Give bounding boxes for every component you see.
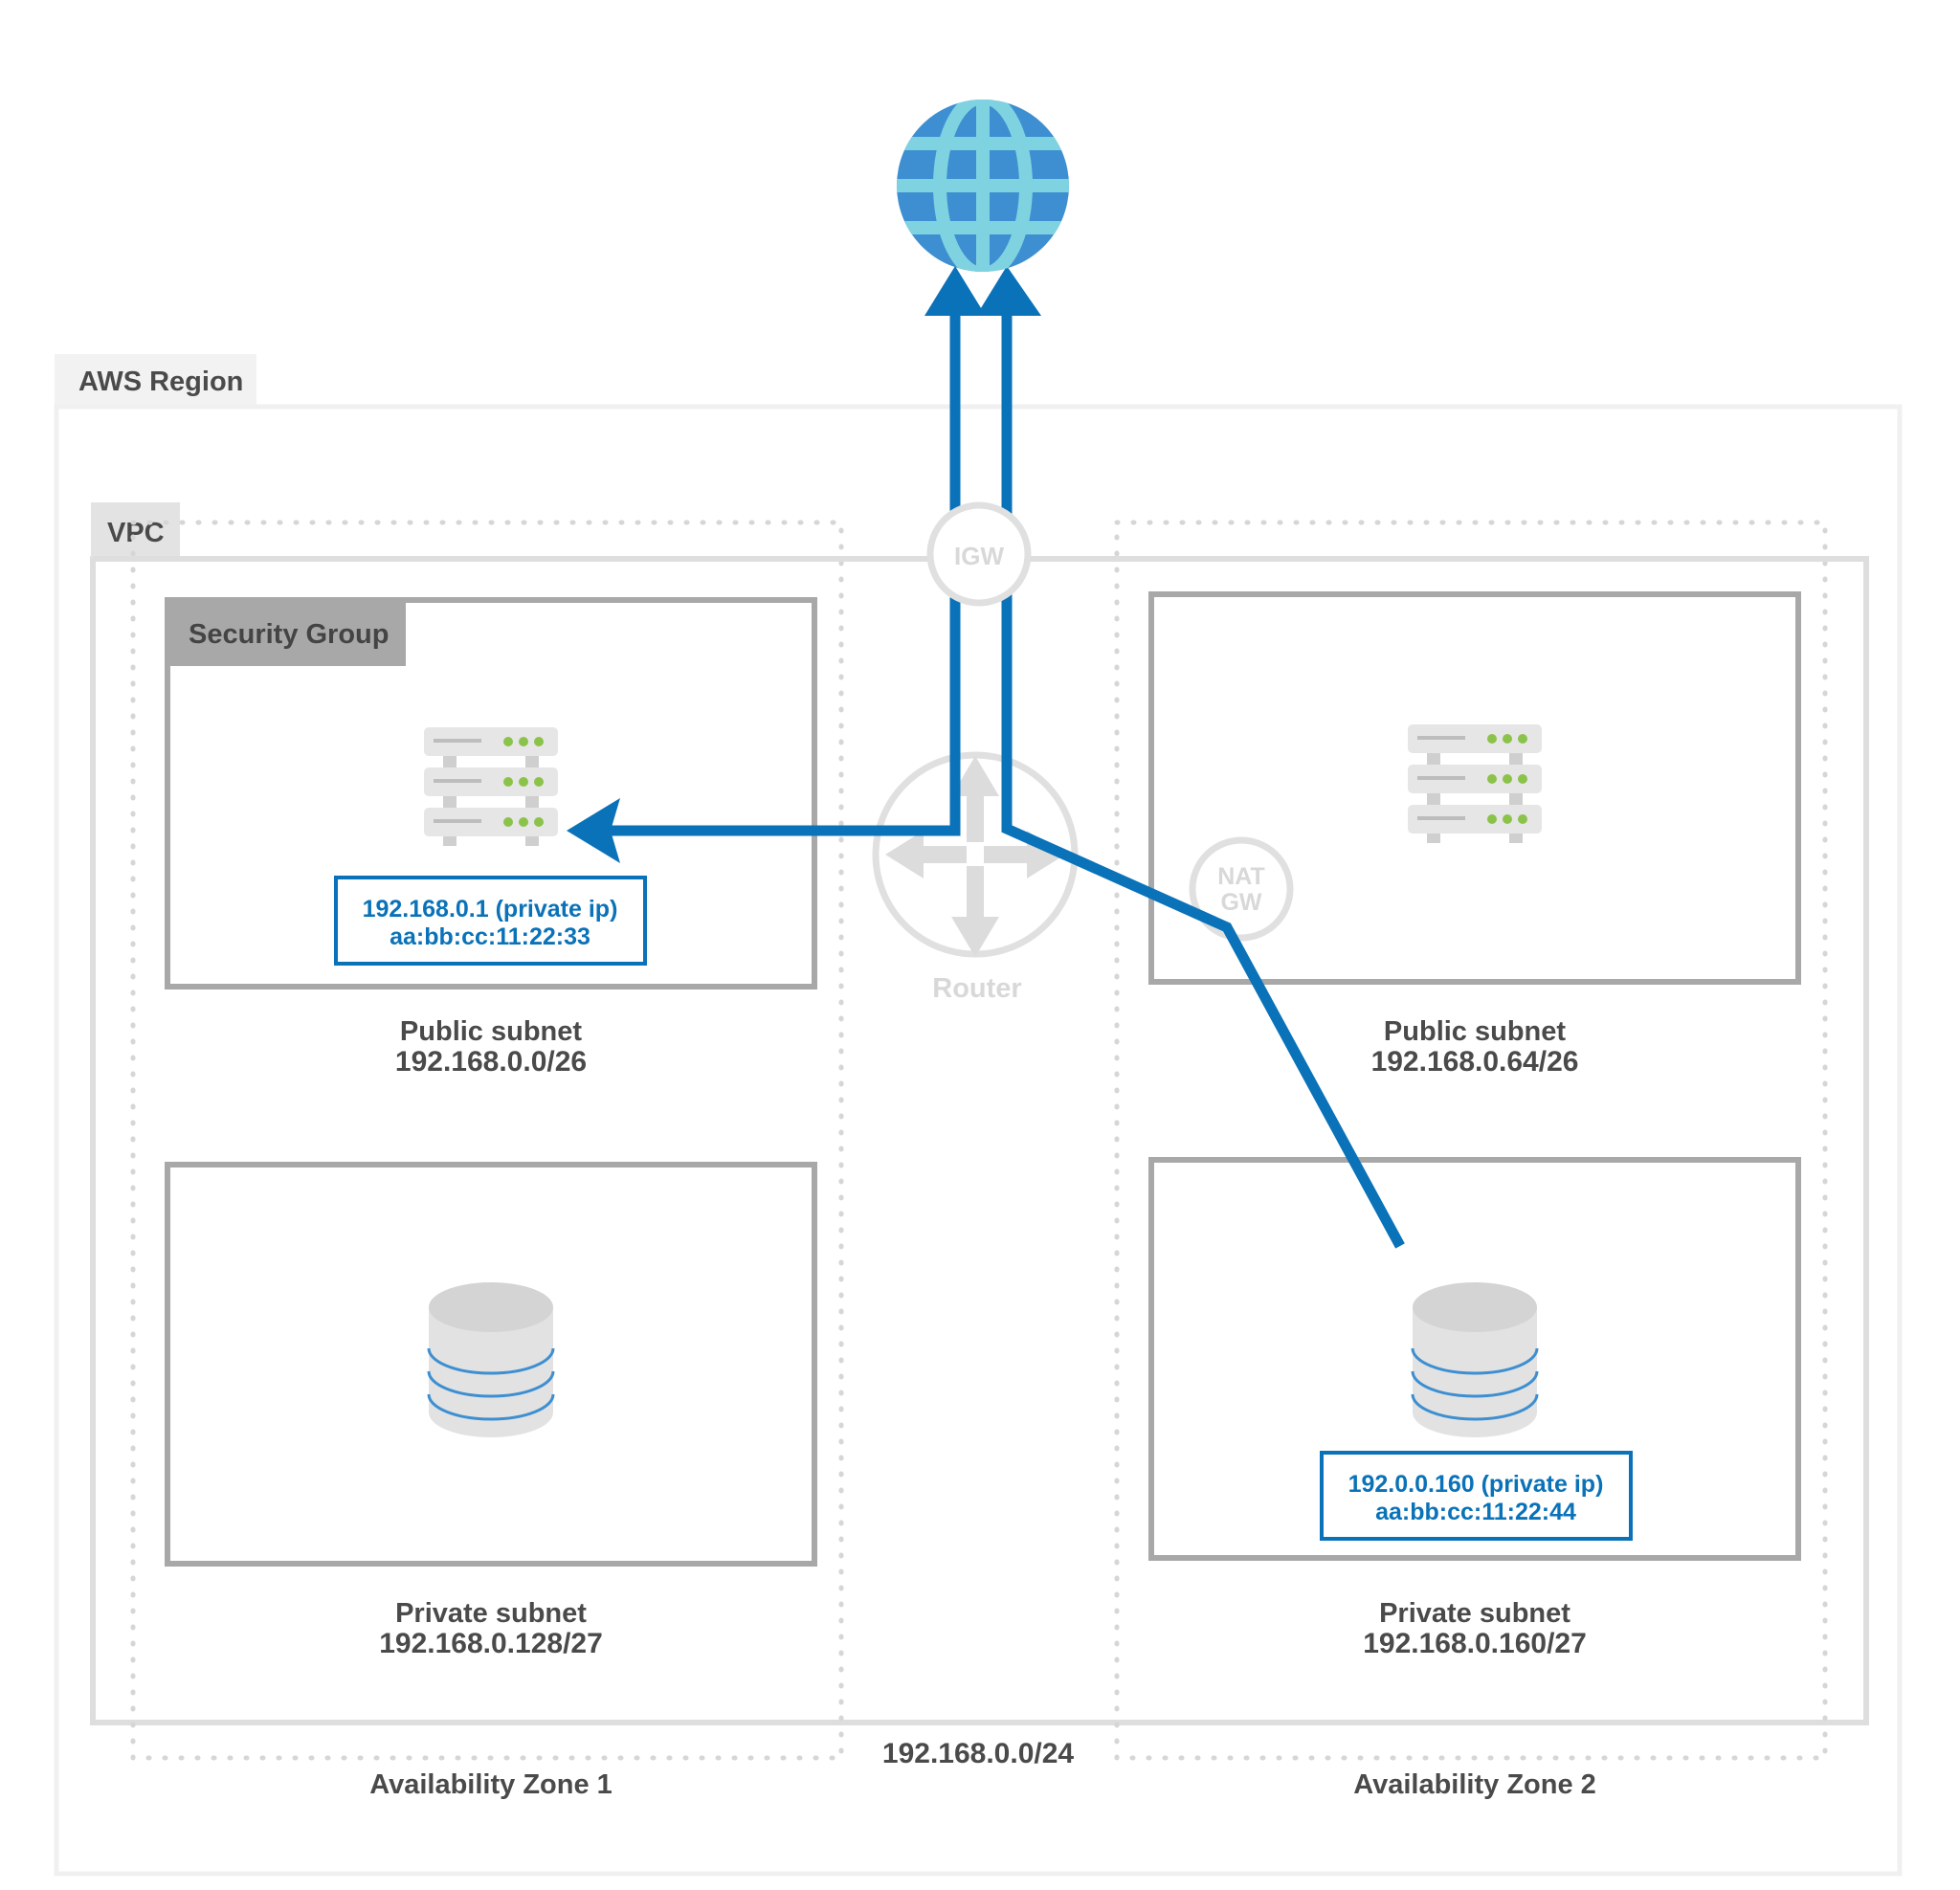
arrowhead-up-1 — [924, 266, 986, 316]
aws-region-box — [54, 404, 1903, 1877]
availability-zone-2 — [1114, 520, 1828, 1761]
traffic-flow — [601, 301, 1405, 1249]
nat-gateway-icon — [1189, 836, 1294, 942]
instance-1-mac: aa:bb:cc:11:22:33 — [390, 923, 590, 950]
availability-zone-2-label: Availability Zone 2 — [1353, 1769, 1596, 1800]
public-subnet-2-title: Public subnet — [1384, 1016, 1566, 1047]
private-subnet-1-box — [165, 1162, 817, 1567]
router-icon — [872, 751, 1079, 958]
internet-gateway-icon — [926, 501, 1032, 607]
globe-icon — [897, 100, 1069, 272]
vpc-box — [90, 556, 1869, 1725]
aws-region-tab — [55, 354, 256, 407]
availability-zone-1 — [130, 520, 844, 1761]
router-label: Router — [932, 973, 1021, 1004]
instance-2-ip: 192.0.0.160 (private ip) — [1348, 1471, 1604, 1498]
public-subnet-1-cidr: 192.168.0.0/26 — [395, 1046, 587, 1078]
security-group-label: Security Group — [189, 619, 390, 650]
vpc-tab — [91, 502, 180, 559]
public-subnet-2-box — [1148, 591, 1801, 985]
server-icon — [424, 727, 558, 846]
instance-1-ip: 192.168.0.1 (private ip) — [363, 896, 618, 923]
arrowhead-up-2 — [976, 266, 1041, 316]
instance-2-mac: aa:bb:cc:11:22:44 — [1375, 1499, 1576, 1525]
aws-region-label: AWS Region — [78, 367, 243, 397]
internet-gateway-label: IGW — [954, 542, 1004, 570]
private-subnet-1-cidr: 192.168.0.128/27 — [379, 1628, 603, 1659]
nat-gateway-label-line2: GW — [1220, 889, 1261, 916]
flow-internet-to-instance-1 — [601, 301, 961, 836]
instance-1-info-box — [334, 876, 647, 966]
public-subnet-2-cidr: 192.168.0.64/26 — [1371, 1046, 1579, 1078]
database-icon — [1411, 1280, 1539, 1439]
vpc-cidr: 192.168.0.0/24 — [882, 1738, 1075, 1769]
server-icon — [1408, 724, 1542, 843]
instance-2-info-box — [1320, 1451, 1633, 1541]
nat-gateway-label-line1: NAT — [1217, 863, 1265, 890]
flow-instance-2-to-internet — [1001, 301, 1405, 1249]
flow-arrowheads — [567, 266, 1041, 863]
security-group-tab — [166, 598, 406, 666]
private-subnet-2-title: Private subnet — [1379, 1598, 1570, 1629]
availability-zone-1-label: Availability Zone 1 — [369, 1769, 612, 1800]
security-group-box — [165, 597, 817, 989]
private-subnet-2-cidr: 192.168.0.160/27 — [1363, 1628, 1587, 1659]
arrowhead-left — [567, 798, 620, 863]
database-icon — [427, 1280, 555, 1439]
private-subnet-2-box — [1148, 1157, 1801, 1561]
public-subnet-1-title: Public subnet — [400, 1016, 582, 1047]
private-subnet-1-title: Private subnet — [395, 1598, 587, 1629]
